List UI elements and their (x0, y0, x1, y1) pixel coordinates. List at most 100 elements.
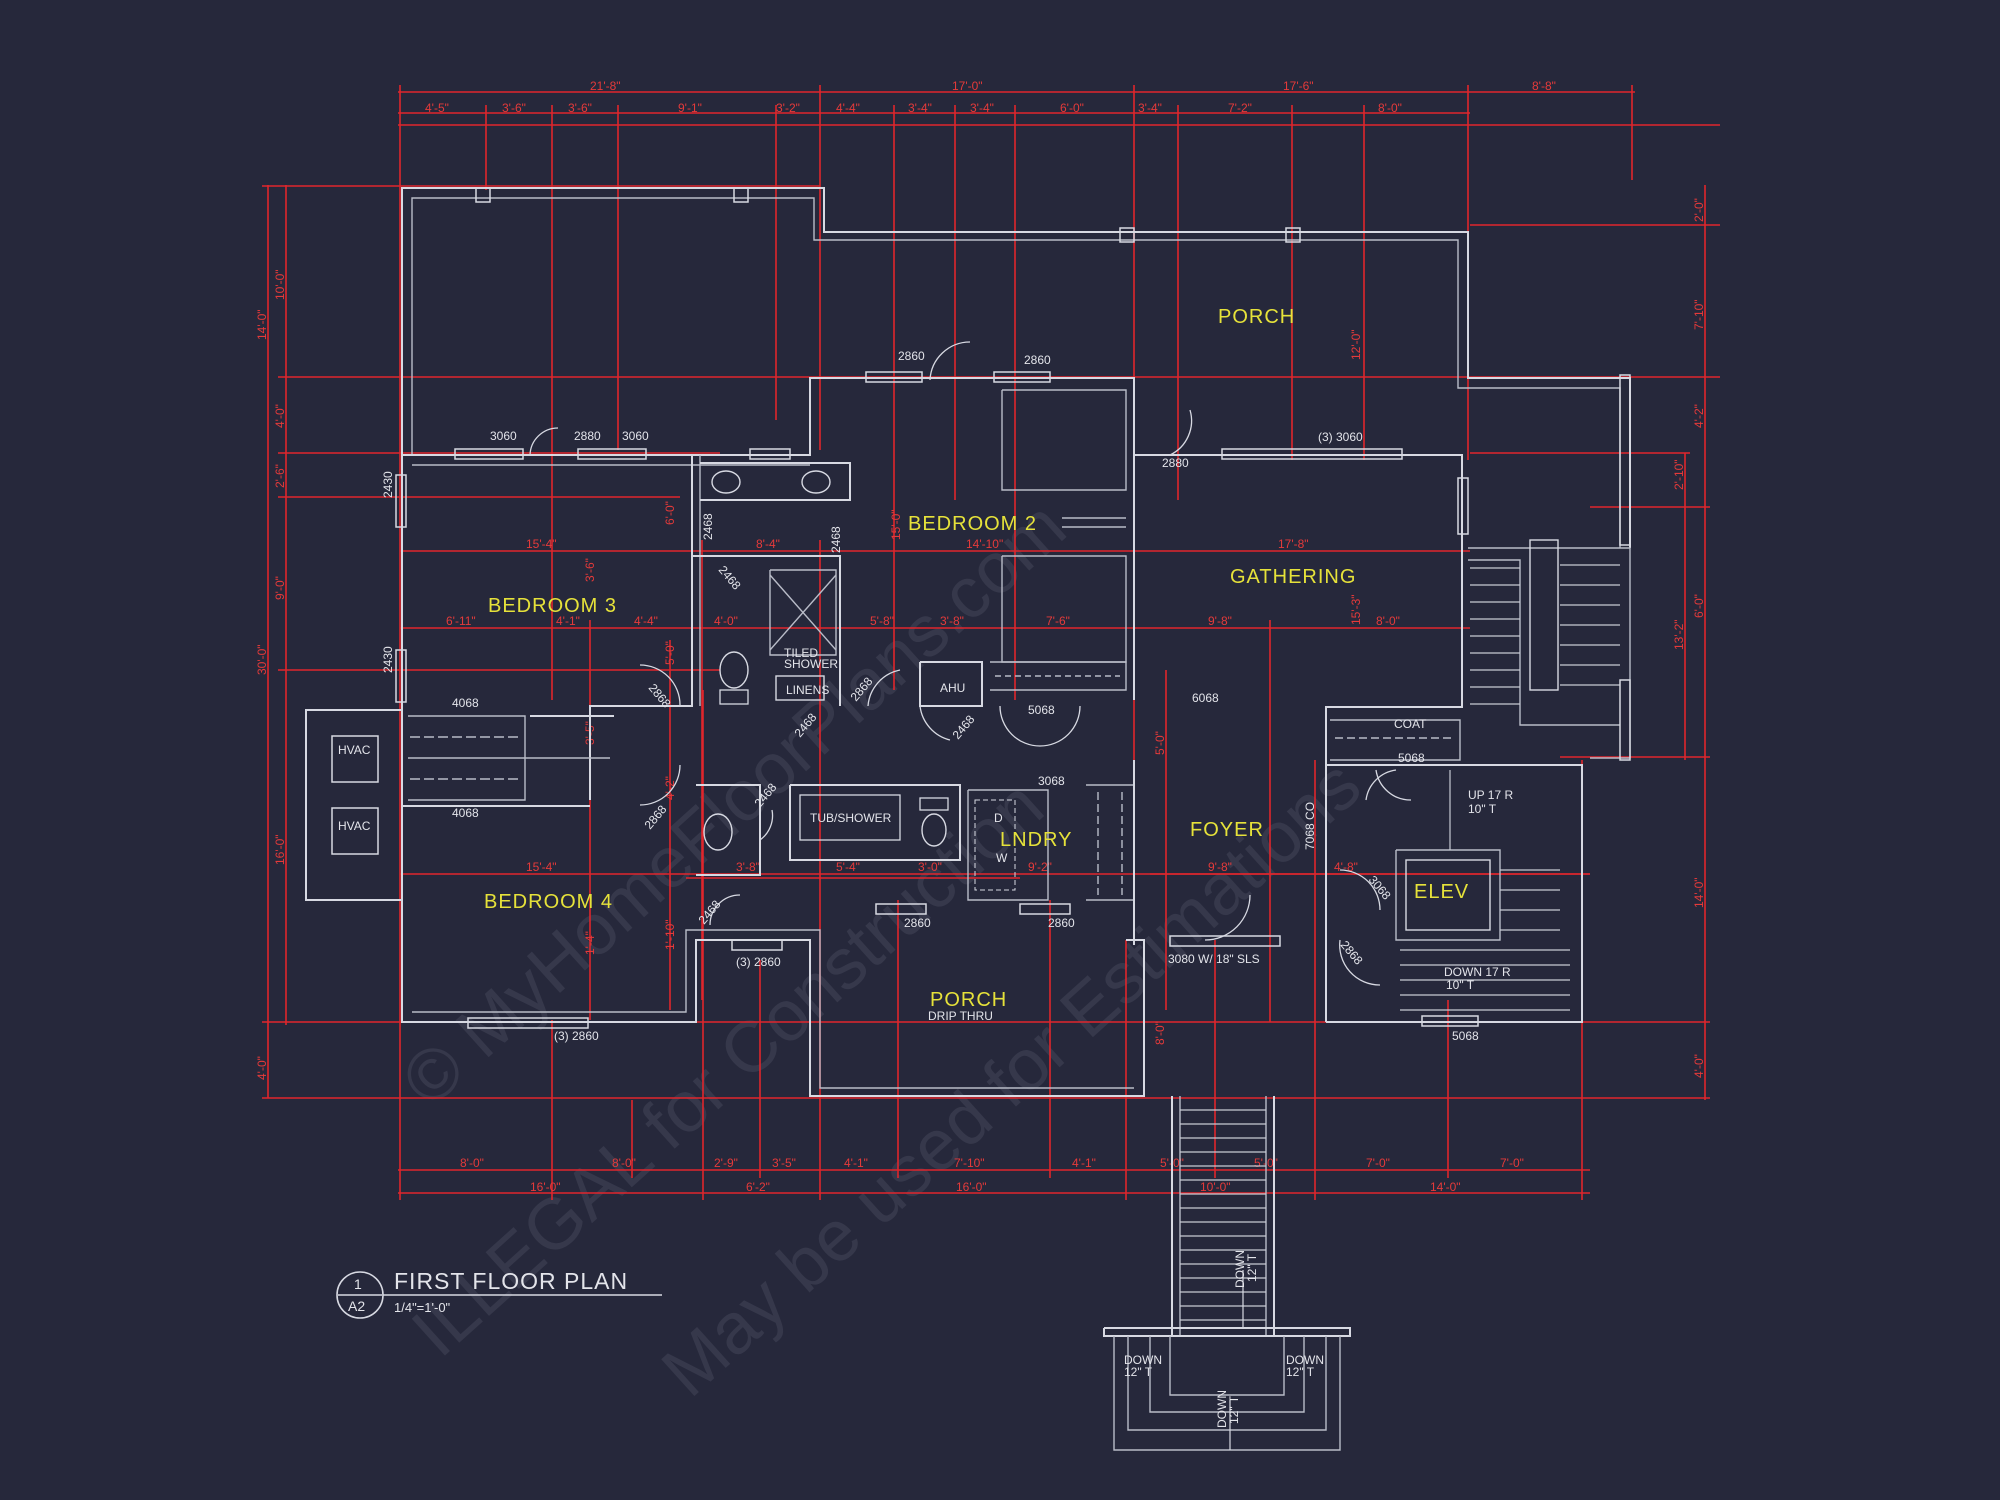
dim-int-8: 4'-0" (714, 614, 738, 628)
dim-right-1: 2'-0" (1692, 198, 1706, 222)
dim-top-7: 3'-4" (908, 101, 932, 115)
note-2430-a: 2430 (381, 471, 395, 498)
coat-closet-label: COAT (1394, 717, 1427, 731)
dishwasher-w-label: W (996, 851, 1008, 865)
room-labels: PORCH BEDROOM 2 BEDROOM 3 GATHERING FOYE… (484, 306, 1468, 1023)
note-2880-b: 2880 (1162, 456, 1189, 470)
dim-int-13: 8'-0" (1376, 614, 1400, 628)
dim-top-4: 9'-1" (678, 101, 702, 115)
dim-bottom-4: 3'-5" (772, 1156, 796, 1170)
dim-left-8: 4'-0" (255, 1056, 269, 1080)
dim-top-3: 3'-6" (568, 101, 592, 115)
dim-int-1: 15'-4" (526, 537, 557, 551)
note-landing-down-left-t: 12" T (1124, 1365, 1153, 1379)
room-label-gathering: GATHERING (1230, 566, 1356, 588)
dim-bottom-3: 2'-9" (714, 1156, 738, 1170)
note-2860-c: 2860 (904, 916, 931, 930)
dim-int-23: 12'-0" (1349, 329, 1363, 360)
dim-top-overall-2: 17'-0" (952, 79, 983, 93)
dim-right-5: 6'-0" (1692, 594, 1706, 618)
dim-bottom-7: 4'-1" (1072, 1156, 1096, 1170)
note-2468-g: 2468 (696, 897, 724, 927)
title-block: 1 A2 FIRST FLOOR PLAN 1/4"=1'-0" (336, 1268, 662, 1319)
dim-top-8: 3'-4" (970, 101, 994, 115)
dim-top-12: 8'-0" (1378, 101, 1402, 115)
dim-top-overall-1: 21'-8" (590, 79, 621, 93)
dim-bottom-overall-4: 10'-0" (1200, 1180, 1231, 1194)
room-label-porch-south: PORCH (930, 989, 1007, 1011)
dim-left-3: 4'-0" (273, 404, 287, 428)
note-3-2860-b: (3) 2860 (554, 1029, 599, 1043)
note-down-10t: 10" T (1446, 978, 1475, 992)
dim-top-9: 6'-0" (1060, 101, 1084, 115)
dim-bottom-1: 8'-0" (460, 1156, 484, 1170)
note-2468-c: 2468 (716, 563, 744, 593)
note-down-17r: DOWN 17 R (1444, 965, 1511, 979)
note-3-3060: (3) 3060 (1318, 430, 1363, 444)
note-3060-b: 3060 (622, 429, 649, 443)
note-3068-b: 3068 (1366, 873, 1394, 903)
dim-bottom-2: 8'-0" (612, 1156, 636, 1170)
dim-bottom-10: 7'-0" (1366, 1156, 1390, 1170)
ahu-label: AHU (940, 681, 965, 695)
dim-left-6: 30'-0" (255, 644, 269, 675)
note-up-17r: UP 17 R (1468, 788, 1513, 802)
dim-int-31: 5'-0" (1153, 731, 1167, 755)
dim-bottom-11: 7'-0" (1500, 1156, 1524, 1170)
dim-bottom-overall-1: 16'-0" (530, 1180, 561, 1194)
dim-int-3: 14'-10" (966, 537, 1003, 551)
note-landing-down-center-t: 12" T (1227, 1395, 1241, 1424)
title-sheet: A2 (348, 1298, 365, 1314)
dim-left-4: 2'-6" (273, 464, 287, 488)
note-5068-a: 5068 (1028, 703, 1055, 717)
title-number: 1 (354, 1276, 362, 1292)
note-2430-b: 2430 (381, 646, 395, 673)
room-label-bedroom-4: BEDROOM 4 (484, 891, 613, 913)
dim-int-21: 6'-0" (663, 501, 677, 525)
note-7068-co: 7068 CO (1303, 802, 1317, 850)
dim-bottom-overall-2: 6'-2" (746, 1180, 770, 1194)
dim-left-1: 14'-0" (255, 309, 269, 340)
note-3060-a: 3060 (490, 429, 517, 443)
dim-right-8: 4'-0" (1692, 1054, 1706, 1078)
dim-int-2: 8'-4" (756, 537, 780, 551)
dim-int-19: 9'-8" (1208, 860, 1232, 874)
dim-int-7: 4'-4" (634, 614, 658, 628)
dim-top-overall-3: 17'-6" (1283, 79, 1314, 93)
dim-top-2: 3'-6" (502, 101, 526, 115)
room-label-foyer: FOYER (1190, 819, 1264, 841)
tiled-shower-label-1: TILED (784, 646, 818, 660)
dim-left-7: 16'-0" (273, 834, 287, 865)
dim-int-10: 3'-8" (940, 614, 964, 628)
tiled-shower-label-2: SHOWER (784, 657, 838, 671)
note-3-2860-a: (3) 2860 (736, 955, 781, 969)
note-stair-down-t: 12" T (1245, 1253, 1259, 1282)
note-2860-d: 2860 (1048, 916, 1075, 930)
dim-bottom-6: 7'-10" (954, 1156, 985, 1170)
note-4068-b: 4068 (452, 806, 479, 820)
dim-int-6: 4'-1" (556, 614, 580, 628)
dim-top-10: 3'-4" (1138, 101, 1162, 115)
dim-int-22: 15'-0" (889, 509, 903, 540)
room-label-bedroom-2: BEDROOM 2 (908, 513, 1037, 535)
dim-int-15: 3'-8" (736, 860, 760, 874)
dimension-labels: 21'-8" 17'-0" 17'-6" 8'-8" 4'-5" 3'-6" 3… (255, 79, 1706, 1194)
walls (305, 187, 1631, 1451)
note-landing-down-left: DOWN (1124, 1353, 1162, 1367)
room-label-porch-north: PORCH (1218, 306, 1295, 328)
dim-right-3: 4'-2" (1692, 404, 1706, 428)
note-2468-e: 2468 (950, 712, 978, 742)
dim-top-11: 7'-2" (1228, 101, 1252, 115)
dim-right-7: 14'-0" (1692, 877, 1706, 908)
dim-int-12: 9'-8" (1208, 614, 1232, 628)
dim-right-6: 13'-2" (1672, 619, 1686, 650)
plan-title: FIRST FLOOR PLAN (394, 1268, 628, 1294)
dim-top-1: 4'-5" (425, 101, 449, 115)
dim-int-26: 5'-0" (663, 641, 677, 665)
note-3080-sls: 3080 W/ 18" SLS (1168, 952, 1260, 966)
note-landing-down-right-t: 12" T (1286, 1365, 1315, 1379)
dim-int-28: 4'-2" (663, 776, 677, 800)
fixture-labels: HVAC HVAC AHU LINENS TILED SHOWER TUB/SH… (338, 646, 1427, 865)
dim-int-5: 6'-11" (446, 614, 476, 628)
note-2860-a: 2860 (898, 349, 925, 363)
